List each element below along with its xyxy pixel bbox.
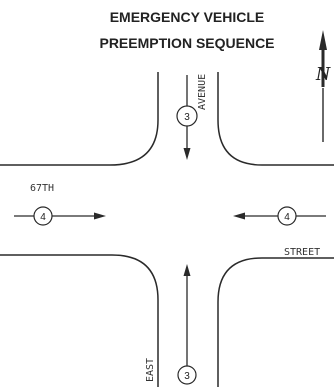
northbound-phase: 3 [177, 264, 197, 385]
eastbound-phase: 4 [14, 206, 106, 226]
curb-southwest [0, 254, 159, 387]
curb-northeast [217, 72, 334, 166]
north-letter: N [315, 63, 332, 85]
curb-southeast [217, 257, 334, 387]
street-label-67th: 67TH [30, 183, 54, 194]
phase-number-southbound: 3 [184, 112, 190, 123]
phase-number-westbound: 4 [284, 212, 290, 223]
southbound-phase: 3 [176, 75, 198, 160]
street-label-avenue: AVENUE [197, 74, 208, 110]
phase-number-northbound: 3 [184, 371, 190, 382]
phase-number-eastbound: 4 [40, 212, 46, 223]
intersection-curbs [0, 72, 334, 387]
arrow-head-up [183, 264, 191, 276]
arrow-head-down [183, 148, 191, 160]
westbound-phase: 4 [233, 206, 326, 226]
diagram-title-line2: PREEMPTION SEQUENCE [99, 35, 274, 51]
street-label-east: EAST [145, 358, 156, 382]
diagram-title-line1: EMERGENCY VEHICLE [110, 9, 265, 25]
curb-northwest [0, 72, 159, 166]
arrow-head-right [94, 212, 106, 220]
arrow-head-left [233, 212, 245, 220]
north-arrow: N [315, 30, 332, 142]
street-label-street: STREET [284, 247, 320, 258]
phase-bubble-northbound [177, 365, 197, 385]
north-arrow-head-icon [319, 30, 327, 50]
